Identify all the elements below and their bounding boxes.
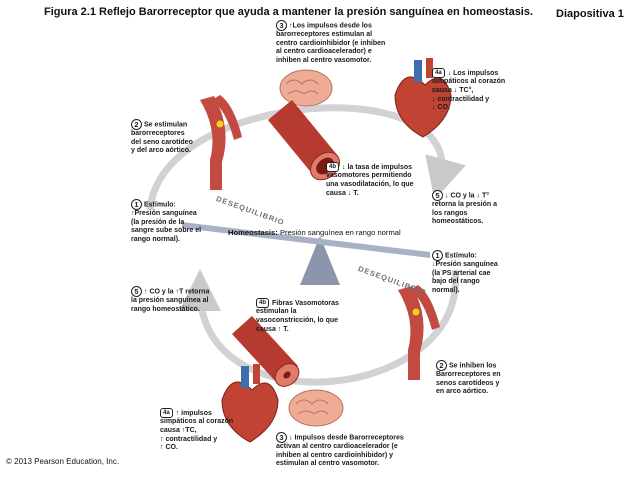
seesaw-beam	[182, 222, 430, 258]
step-number: 1	[131, 199, 142, 210]
heart-icon	[221, 364, 279, 443]
figure-title: Figura 2.1 Reflejo Barorreceptor que ayu…	[44, 6, 534, 18]
step-number: 5	[432, 190, 443, 201]
step-number: 2	[131, 119, 142, 130]
carotid-artery-icon	[398, 285, 440, 380]
note-top-4a: 4a↓ Los impulsos simpáticos al corazón c…	[432, 68, 506, 112]
homeostasis-title: Homeostasis:	[228, 228, 278, 237]
step-number: 2	[436, 360, 447, 371]
brain-icon	[279, 69, 333, 107]
step-tag: 4b	[326, 162, 340, 172]
carotid-artery-icon	[200, 95, 242, 190]
copyright-notice: © 2013 Pearson Education, Inc.	[6, 457, 120, 466]
step-number: 5	[131, 286, 142, 297]
brain-icon	[288, 389, 344, 427]
note-left-5: 5↑ CO y la ↑T retorna la presión sanguín…	[131, 286, 210, 313]
step-tag: 4b	[256, 298, 270, 308]
note-top-3: 3↑Los impulsos desde los barorreceptores…	[276, 20, 386, 64]
cycle-arrow-top	[146, 104, 466, 211]
note-bottom-3: 3↓ Impulsos desde Barorreceptores activa…	[276, 432, 404, 468]
note-top-4b: 4b↓ la tasa de impulsos vasomotores perm…	[326, 162, 414, 197]
step-tag: 4a	[160, 408, 173, 418]
blood-vessel-icon	[232, 316, 300, 387]
step-number: 1	[432, 250, 443, 261]
step-number: 3	[276, 432, 287, 443]
heart-icon	[394, 58, 452, 138]
step-tag: 4a	[432, 68, 445, 78]
slide-label: Diapositiva 1	[556, 8, 624, 20]
blood-vessel-icon	[268, 100, 340, 181]
step-number: 3	[276, 20, 287, 31]
homeostasis-label: Homeostasis: Presión sanguínea en rango …	[228, 228, 401, 237]
note-top-5: 5↓ CO y la ↓ T° retorna la presión a los…	[432, 190, 497, 226]
seesaw-fulcrum	[300, 236, 340, 285]
homeostasis-text: Presión sanguínea en rango normal	[279, 228, 401, 237]
cycle-arrow-bottom	[179, 269, 459, 386]
note-bottom-4a: 4a↑ impulsos simpáticos al corazón causa…	[160, 408, 234, 452]
